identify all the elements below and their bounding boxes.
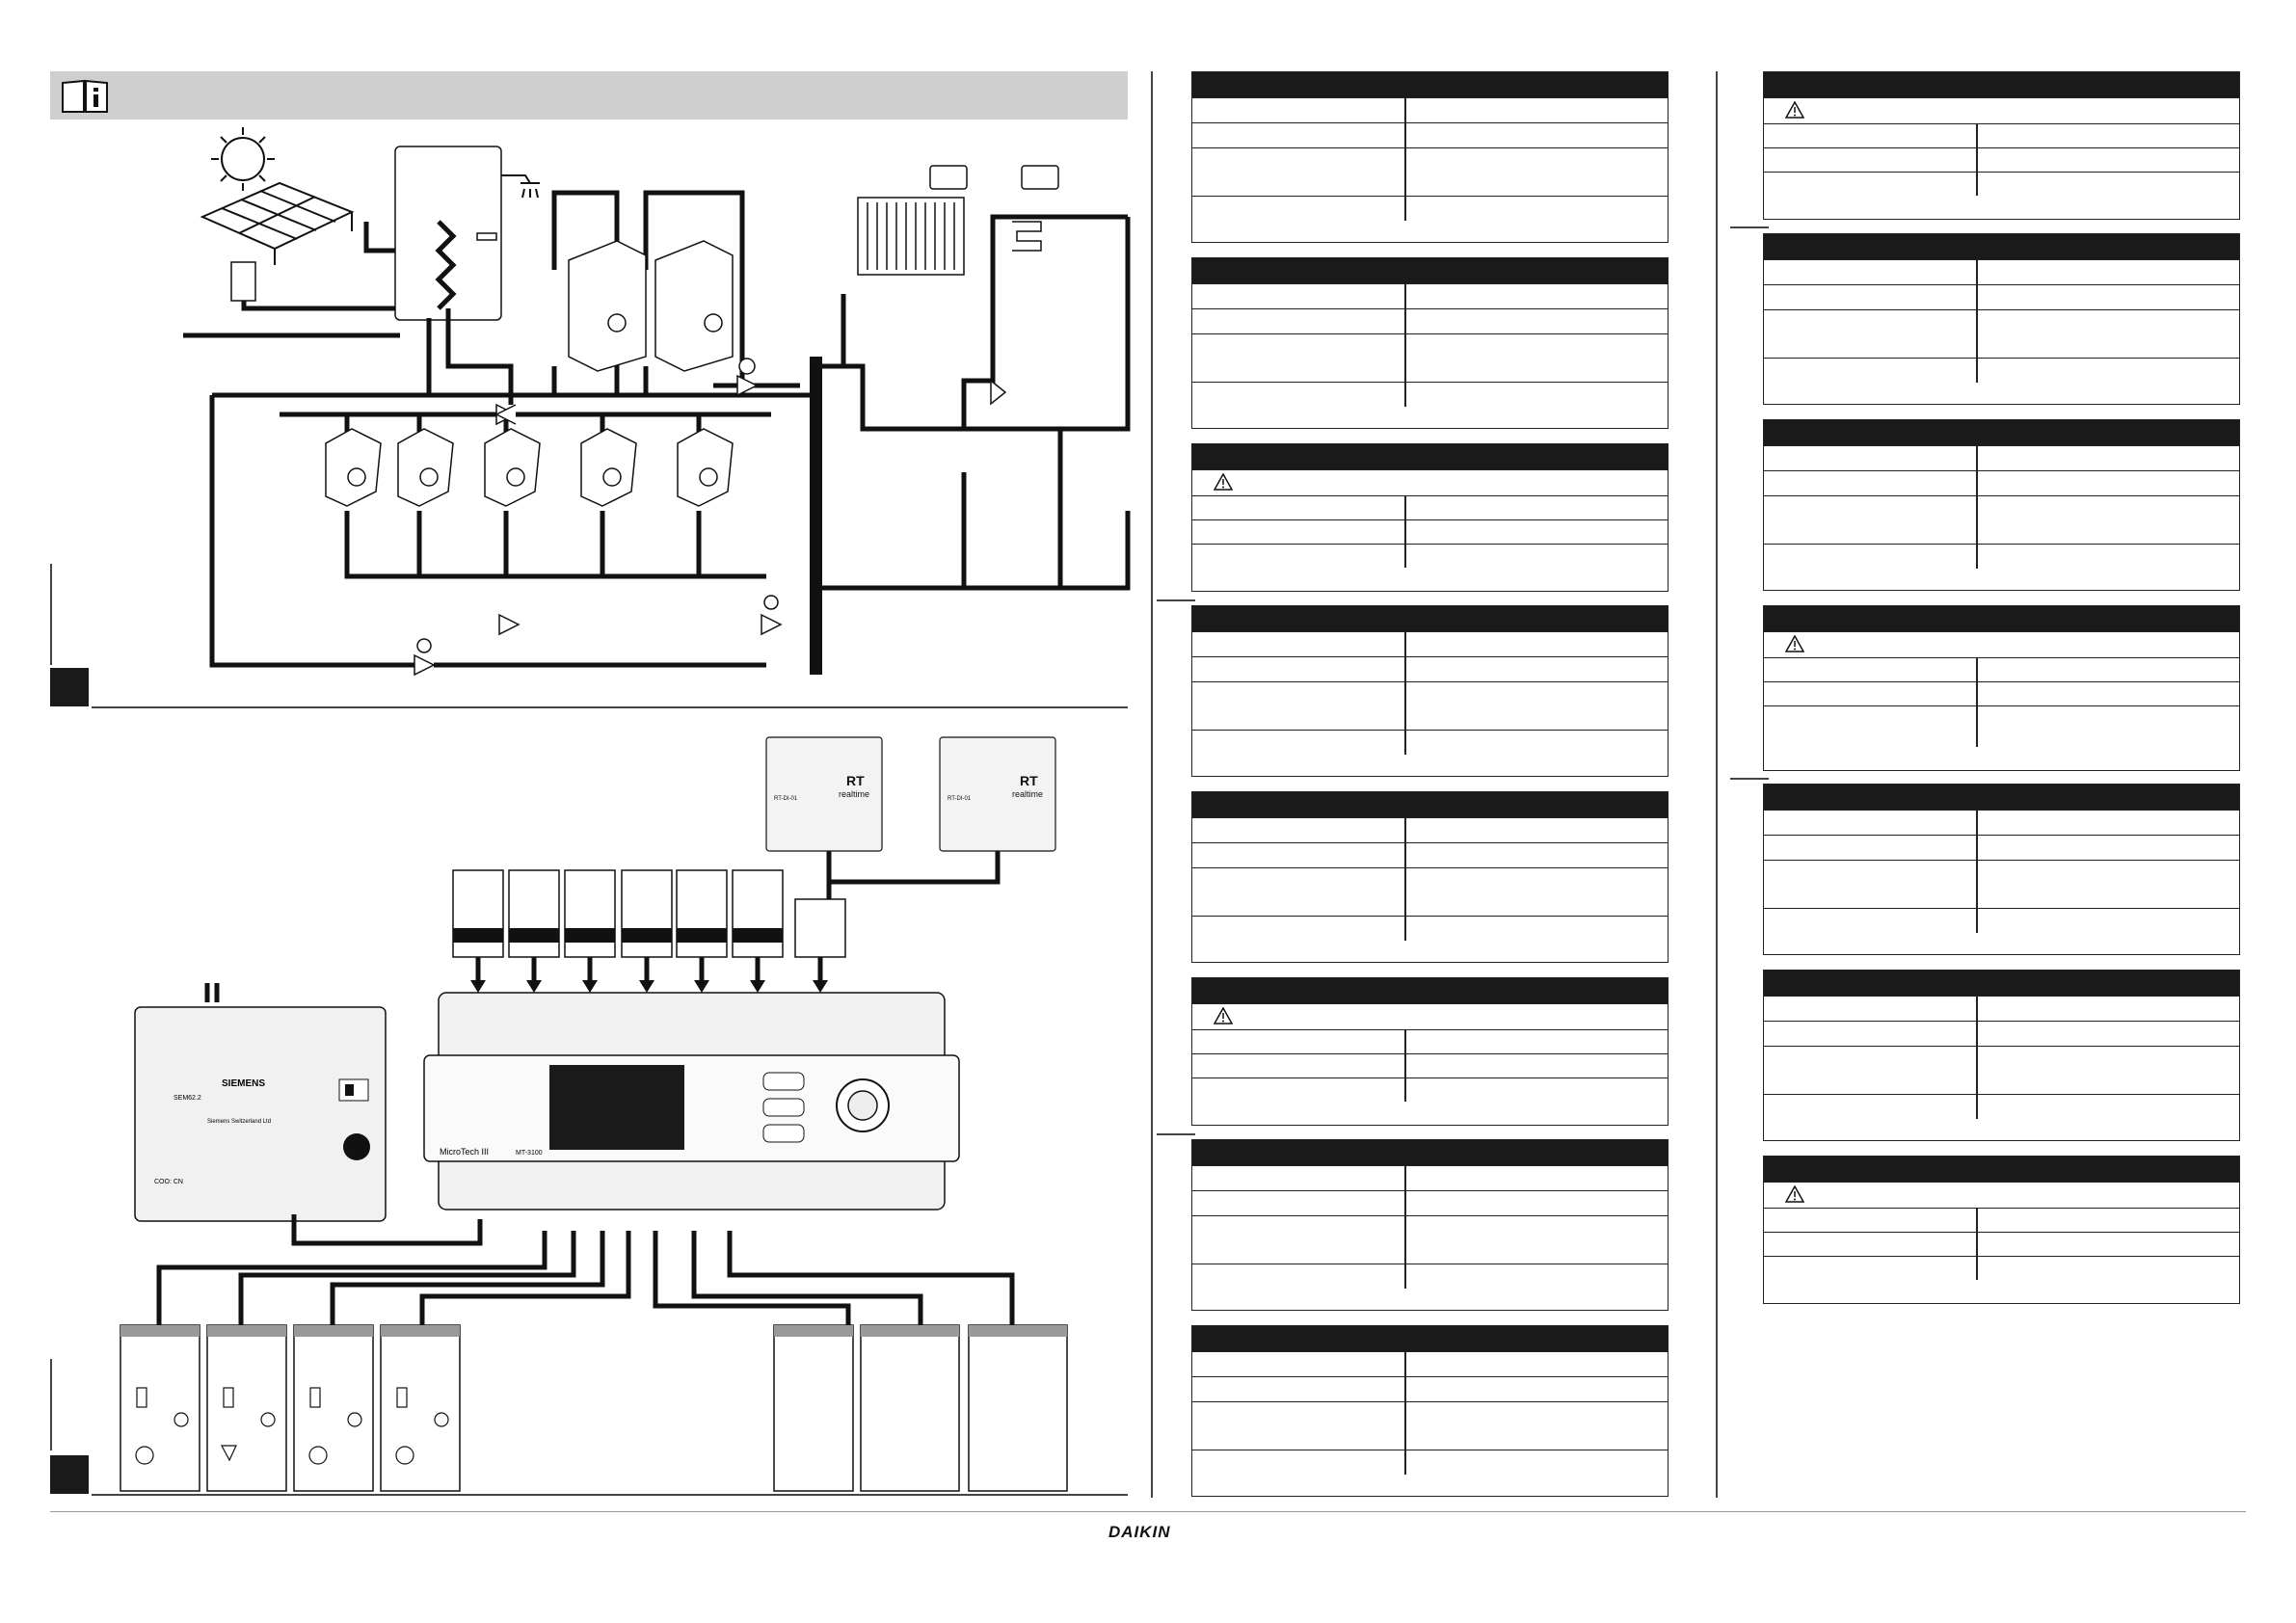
interface-brand-1: realtime	[839, 789, 869, 799]
column-divider	[1151, 71, 1153, 1498]
interface-brand-2: realtime	[1012, 789, 1043, 799]
section-header-bar	[50, 71, 1128, 120]
param-table-10	[1763, 233, 2240, 405]
param-table-8	[1191, 1325, 1669, 1497]
column-divider	[1716, 71, 1718, 1498]
param-table-15	[1763, 1156, 2240, 1304]
param-table-1	[1191, 71, 1669, 243]
power-module-maker: Siemens Switzerland Ltd	[207, 1119, 271, 1125]
power-module-brand: SIEMENS	[222, 1078, 265, 1089]
group-divider	[1157, 1133, 1195, 1135]
param-table-6	[1191, 977, 1669, 1126]
power-module-model: SEM62.2	[174, 1095, 201, 1102]
param-table-7	[1191, 1139, 1669, 1311]
param-table-5	[1191, 791, 1669, 963]
param-table-4	[1191, 605, 1669, 777]
param-table-14	[1763, 970, 2240, 1141]
warning-triangle-icon	[1214, 473, 1233, 491]
group-divider	[1730, 778, 1769, 780]
section-marker-b	[50, 1455, 89, 1494]
group-divider	[1730, 226, 1769, 228]
interface-label-2: RT-DI-01	[948, 796, 972, 802]
group-divider	[1157, 599, 1195, 601]
warning-triangle-icon	[1785, 635, 1804, 652]
footer-rule	[50, 1511, 2246, 1512]
interface-label-1: RT-DI-01	[774, 796, 798, 802]
divider	[92, 1494, 1128, 1496]
divider	[92, 706, 1128, 708]
svg-text:RT: RT	[846, 773, 865, 788]
section-marker-a	[50, 668, 89, 706]
divider	[50, 564, 52, 665]
param-table-3	[1191, 443, 1669, 592]
controller-model-label: MT-3100	[516, 1150, 543, 1157]
param-table-2	[1191, 257, 1669, 429]
param-table-11	[1763, 419, 2240, 591]
sun-icon	[211, 127, 275, 191]
hydronic-system-diagram	[183, 127, 1131, 677]
param-table-13	[1763, 784, 2240, 955]
solar-panel-icon	[200, 181, 355, 265]
power-module-origin: COO: CN	[154, 1179, 183, 1185]
warning-triangle-icon	[1785, 101, 1804, 119]
divider	[50, 1359, 52, 1450]
book-info-icon	[60, 78, 110, 120]
controller-name-label: MicroTech III	[440, 1147, 489, 1157]
brand-logo: DAIKIN	[1108, 1523, 1171, 1541]
warning-triangle-icon	[1785, 1185, 1804, 1203]
param-table-9	[1763, 71, 2240, 220]
warning-triangle-icon	[1214, 1007, 1233, 1024]
param-table-12	[1763, 605, 2240, 771]
svg-text:RT: RT	[1020, 773, 1038, 788]
wiring-diagram: RT RT realtime realtime RT-DI-01 RT-DI-0…	[120, 736, 1068, 1492]
